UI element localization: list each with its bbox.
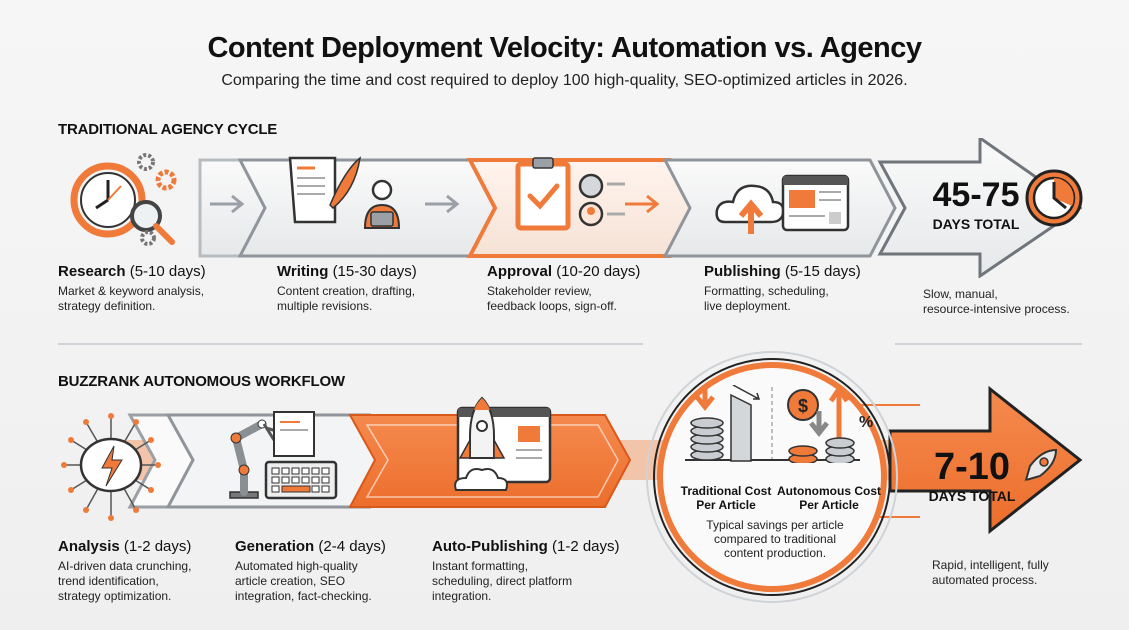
step-generation: Generation (2-4 days) Automated high-qua… bbox=[235, 538, 386, 603]
autonomous-total-value: 7-10 bbox=[933, 446, 1011, 488]
autonomous-total-label: DAYS TOTAL bbox=[928, 488, 1016, 504]
section-divider-left bbox=[58, 343, 643, 345]
step-writing: Writing (15-30 days) Content creation, d… bbox=[277, 263, 417, 313]
autonomous-section-label: BUZZRANK AUTONOMOUS WORKFLOW bbox=[58, 373, 345, 390]
arrow-icon bbox=[210, 194, 245, 214]
step-approval: Approval (10-20 days) Stakeholder review… bbox=[487, 263, 641, 313]
rocket-icon bbox=[1018, 448, 1058, 490]
page-subtitle: Comparing the time and cost required to … bbox=[221, 72, 908, 89]
autonomous-cost-icon: $ % bbox=[787, 385, 873, 463]
rocket-browser-icon bbox=[454, 396, 552, 491]
traditional-note: Slow, manual,resource-intensive process. bbox=[923, 287, 1070, 316]
svg-text:%: % bbox=[859, 414, 873, 431]
page-title: Content Deployment Velocity: Automation … bbox=[207, 32, 922, 64]
robot-arm-keyboard-icon bbox=[229, 411, 338, 500]
clock-icon bbox=[1025, 169, 1083, 227]
section-divider-right bbox=[895, 343, 1082, 345]
traditional-total-label: DAYS TOTAL bbox=[932, 216, 1020, 232]
step-publishing: Publishing (5-15 days) Formatting, sched… bbox=[704, 263, 861, 313]
traditional-total-value: 45-75 bbox=[932, 176, 1020, 214]
step-auto-publishing: Auto-Publishing (1-2 days) Instant forma… bbox=[432, 538, 620, 603]
scroll-quill-writer-icon bbox=[288, 156, 401, 229]
step-research: Research (5-10 days) Market & keyword an… bbox=[58, 263, 206, 313]
traditional-total: 45-75 DAYS TOTAL bbox=[926, 178, 1026, 232]
clock-magnifier-gears-icon bbox=[70, 153, 177, 246]
traditional-cost-icon bbox=[690, 385, 761, 462]
step-analysis: Analysis (1-2 days) AI-driven data crunc… bbox=[58, 538, 192, 603]
svg-text:$: $ bbox=[798, 396, 808, 416]
brain-lightning-icon bbox=[61, 413, 161, 521]
clipboard-check-users-icon bbox=[515, 157, 625, 231]
traditional-section-label: TRADITIONAL AGENCY CYCLE bbox=[58, 121, 278, 138]
cloud-upload-browser-icon bbox=[715, 174, 850, 234]
autonomous-total: 7-10 DAYS TOTAL bbox=[922, 448, 1022, 504]
